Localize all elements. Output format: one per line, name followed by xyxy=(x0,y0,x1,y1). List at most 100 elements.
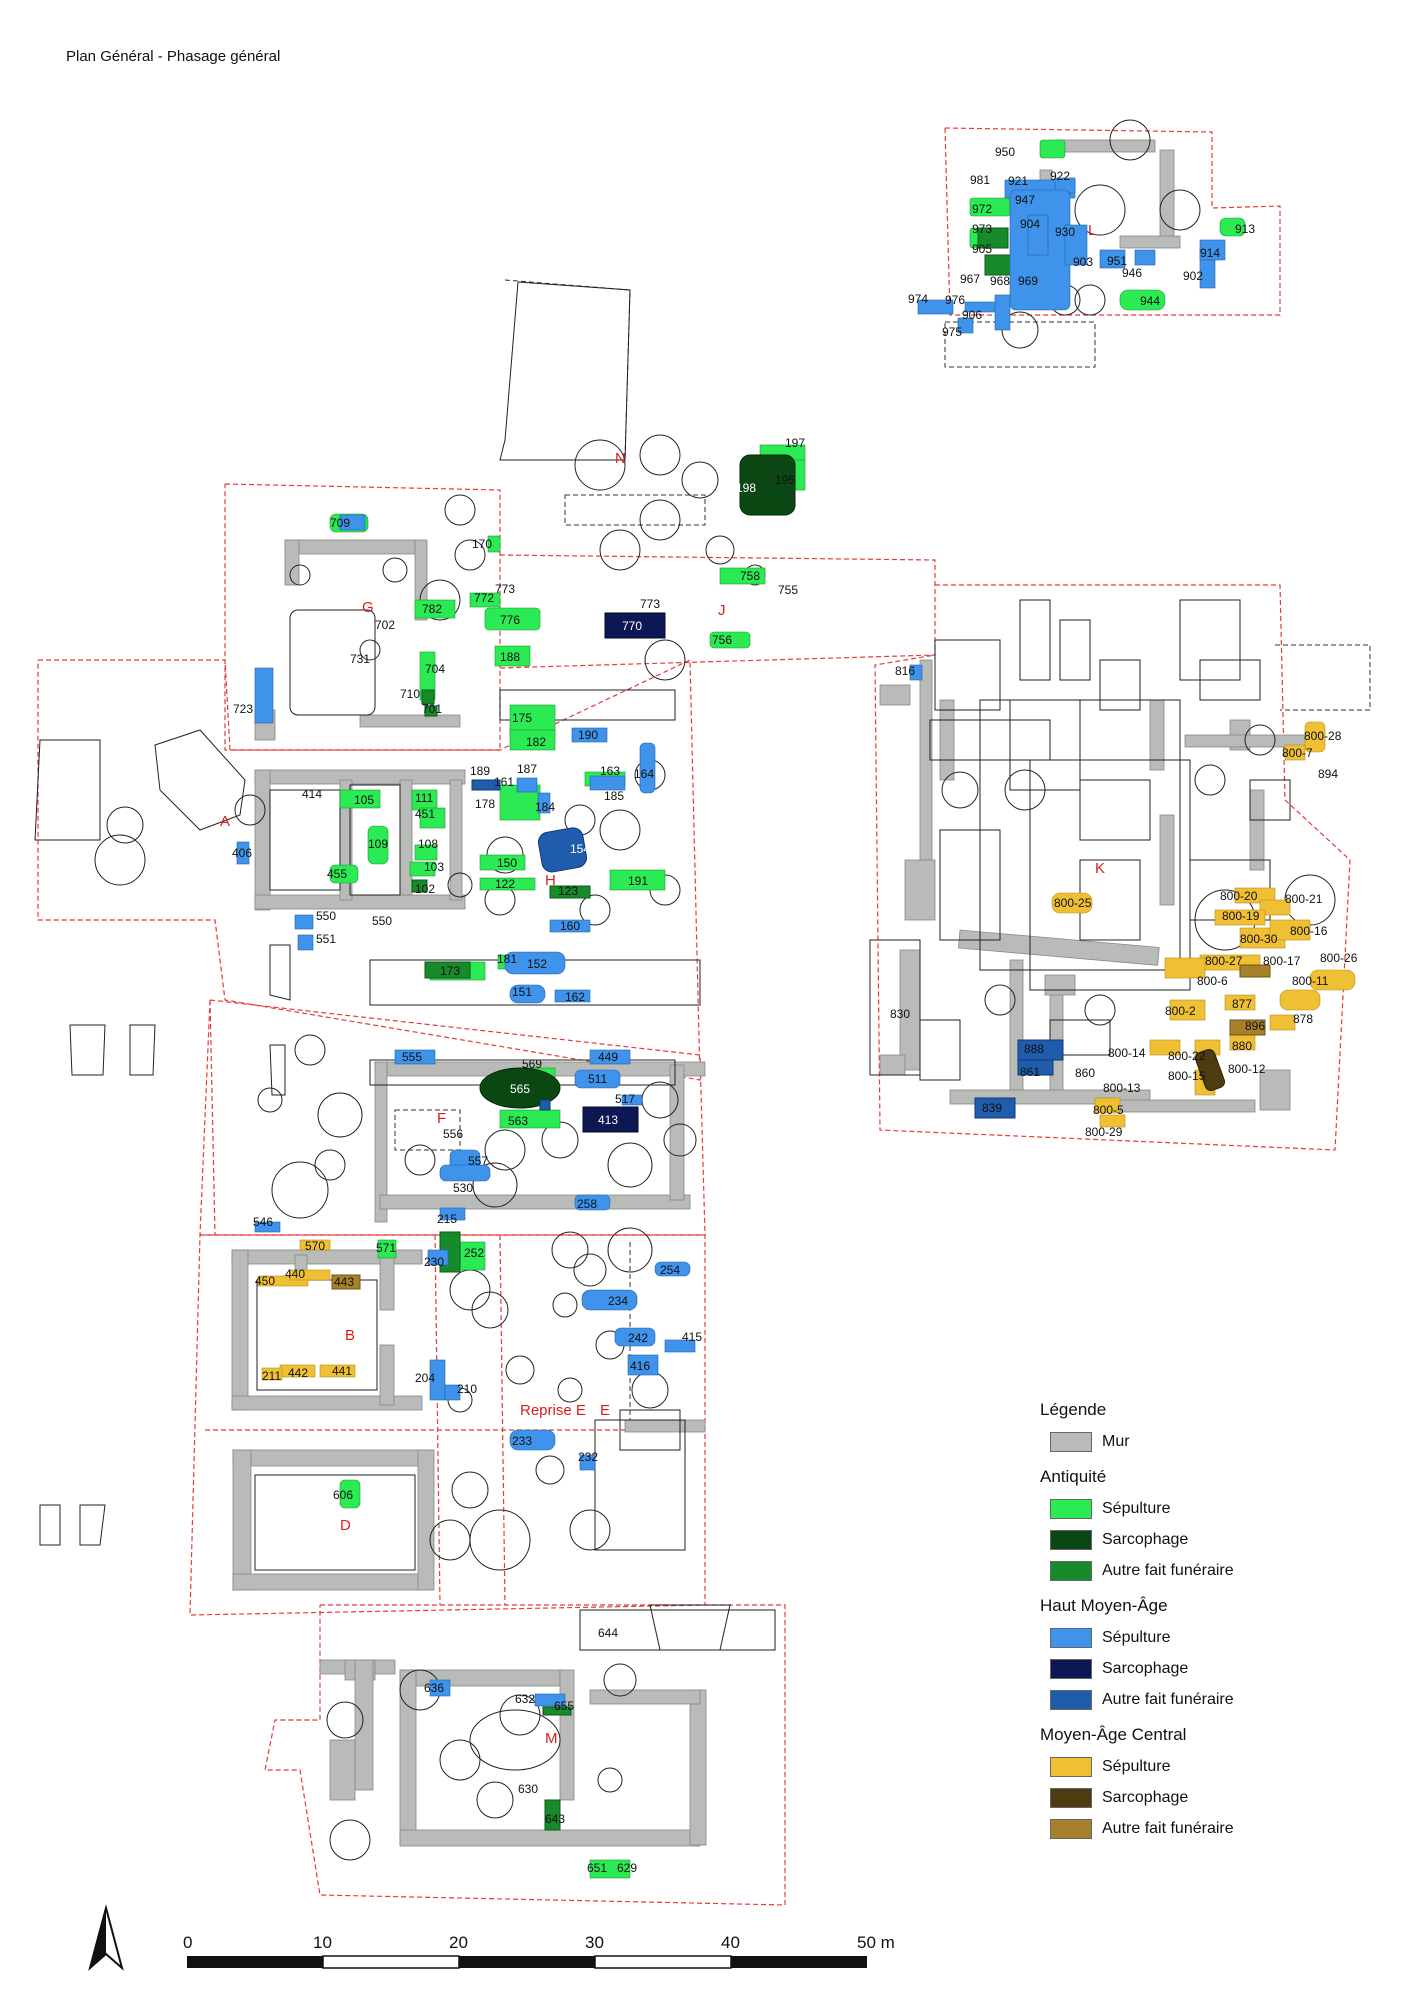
label-969: 969 xyxy=(1018,274,1038,288)
label-800-19: 800-19 xyxy=(1222,909,1260,923)
label-972: 972 xyxy=(972,202,992,216)
label-551: 551 xyxy=(316,932,336,946)
label-197: 197 xyxy=(785,436,805,450)
label-800-22: 800-22 xyxy=(1168,1049,1206,1063)
label-800-27: 800-27 xyxy=(1205,954,1243,968)
label-839: 839 xyxy=(982,1101,1002,1115)
zone-labels: A B D E F G H J K L M N Reprise E xyxy=(220,222,1105,1747)
label-904: 904 xyxy=(1020,217,1040,231)
label-894: 894 xyxy=(1318,767,1338,781)
label-643: 643 xyxy=(545,1812,565,1826)
label-163: 163 xyxy=(600,764,620,778)
label-770: 770 xyxy=(622,619,642,633)
label-913: 913 xyxy=(1235,222,1255,236)
legend-label: Autre fait funéraire xyxy=(1102,1561,1234,1579)
legend-row: Sépulture xyxy=(1040,1493,1300,1524)
label-888: 888 xyxy=(1024,1042,1044,1056)
map-title: Plan Général - Phasage général xyxy=(66,48,281,65)
label-800-6: 800-6 xyxy=(1197,974,1228,988)
label-800-17: 800-17 xyxy=(1263,954,1301,968)
label-173: 173 xyxy=(440,964,460,978)
label-443: 443 xyxy=(334,1275,354,1289)
label-150: 150 xyxy=(497,856,517,870)
label-210: 210 xyxy=(457,1382,477,1396)
swatch xyxy=(1050,1756,1092,1777)
label-105: 105 xyxy=(354,793,374,807)
label-415: 415 xyxy=(682,1330,702,1344)
scale-bar: 0 10 20 30 40 50 m xyxy=(183,1933,895,1969)
label-905: 905 xyxy=(972,242,992,256)
legend-row: Sarcophage xyxy=(1040,1653,1300,1684)
label-800-12: 800-12 xyxy=(1228,1062,1266,1076)
legend-group-moyen-age-central: Moyen-Âge Central xyxy=(1040,1725,1187,1744)
label-123: 123 xyxy=(558,884,578,898)
zone-reprise-e: Reprise E xyxy=(520,1402,586,1419)
label-800-7: 800-7 xyxy=(1282,746,1313,760)
label-442: 442 xyxy=(288,1366,308,1380)
legend-label-mur: Mur xyxy=(1102,1432,1130,1450)
label-234: 234 xyxy=(608,1294,628,1308)
label-946: 946 xyxy=(1122,266,1142,280)
label-170: 170 xyxy=(472,537,492,551)
label-816: 816 xyxy=(895,664,915,678)
label-731: 731 xyxy=(350,652,370,666)
legend-label: Autre fait funéraire xyxy=(1102,1819,1234,1837)
label-511: 511 xyxy=(588,1072,607,1086)
label-973: 973 xyxy=(972,222,992,236)
swatch xyxy=(1050,1658,1092,1679)
label-175: 175 xyxy=(512,711,532,725)
label-860: 860 xyxy=(1075,1066,1095,1080)
label-161: 161 xyxy=(494,775,514,789)
legend-row: Sépulture xyxy=(1040,1622,1300,1653)
legend-row: Autre fait funéraire xyxy=(1040,1684,1300,1715)
label-406: 406 xyxy=(232,846,252,860)
legend-group-antiquite: Antiquité xyxy=(1040,1467,1107,1486)
label-191: 191 xyxy=(628,874,648,888)
zone-a: A xyxy=(220,813,230,830)
legend-label: Sépulture xyxy=(1102,1628,1171,1646)
legend-title: Légende xyxy=(1040,1400,1107,1419)
label-772: 772 xyxy=(474,591,494,605)
label-160: 160 xyxy=(560,919,580,933)
label-449: 449 xyxy=(598,1050,618,1064)
label-190: 190 xyxy=(578,728,598,742)
scale-tick-50: 50 m xyxy=(857,1933,895,1952)
zone-b: B xyxy=(345,1327,355,1344)
label-830: 830 xyxy=(890,1007,910,1021)
label-530: 530 xyxy=(453,1181,473,1195)
label-800-13: 800-13 xyxy=(1103,1081,1141,1095)
label-976: 976 xyxy=(945,293,965,307)
swatch xyxy=(1050,1818,1092,1839)
label-655: 655 xyxy=(554,1699,574,1713)
label-951: 951 xyxy=(1107,254,1127,268)
scale-tick-40: 40 xyxy=(721,1933,740,1952)
label-651: 651 xyxy=(587,1861,607,1875)
legend-row: Autre fait funéraire xyxy=(1040,1555,1300,1586)
label-701: 701 xyxy=(422,702,442,716)
label-800-25: 800-25 xyxy=(1054,896,1092,910)
scale-tick-20: 20 xyxy=(449,1933,468,1952)
zone-m: M xyxy=(545,1730,558,1747)
swatch xyxy=(1050,1689,1092,1710)
label-108: 108 xyxy=(418,837,438,851)
zone-e: E xyxy=(600,1402,610,1419)
label-565: 565 xyxy=(510,1082,530,1096)
antiquite-autres xyxy=(411,227,1016,1831)
legend-group-haut-moyen-age: Haut Moyen-Âge xyxy=(1040,1596,1168,1615)
label-122: 122 xyxy=(495,877,515,891)
label-254: 254 xyxy=(660,1263,680,1277)
label-103: 103 xyxy=(424,860,444,874)
zone-g: G xyxy=(362,599,374,616)
label-922: 922 xyxy=(1050,169,1070,183)
legend-label: Sarcophage xyxy=(1102,1659,1189,1677)
swatch-mur xyxy=(1050,1431,1092,1452)
scale-segments xyxy=(187,1955,867,1969)
label-800-20: 800-20 xyxy=(1220,889,1258,903)
zone-h: H xyxy=(545,872,556,889)
label-947: 947 xyxy=(1015,193,1035,207)
label-164: 164 xyxy=(634,767,654,781)
label-111: 111 xyxy=(415,791,434,805)
excavation-boundaries xyxy=(37,127,1351,1906)
scale-tick-10: 10 xyxy=(313,1933,332,1952)
